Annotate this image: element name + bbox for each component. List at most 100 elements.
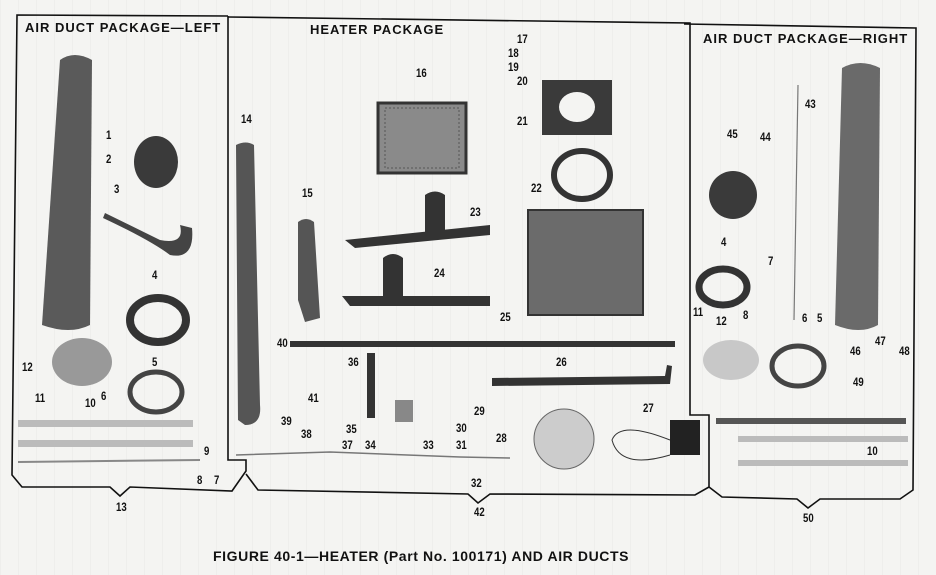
part-air-duct-hose bbox=[835, 63, 880, 330]
figure-caption: FIGURE 40-1—HEATER (Part No. 100171) AND… bbox=[213, 548, 630, 564]
callout: 8 bbox=[197, 473, 203, 487]
right-package-border bbox=[683, 23, 917, 510]
callout: 47 bbox=[875, 334, 886, 348]
callout: 1 bbox=[106, 128, 112, 142]
callout: 27 bbox=[643, 401, 654, 415]
part-cable bbox=[793, 84, 799, 321]
part-motor bbox=[670, 420, 700, 455]
package-borders bbox=[11, 14, 917, 510]
callout: 10 bbox=[85, 396, 96, 410]
callout: 11 bbox=[693, 305, 704, 319]
package-number: 42 bbox=[474, 505, 485, 519]
part-bracket bbox=[345, 191, 490, 248]
callout: 16 bbox=[416, 66, 427, 80]
right-parts bbox=[695, 63, 908, 466]
callout: 5 bbox=[817, 311, 823, 325]
callout: 5 bbox=[152, 355, 158, 369]
part-strap bbox=[738, 436, 908, 442]
part-duct-connector bbox=[709, 171, 757, 219]
part-gasket bbox=[769, 343, 827, 389]
callout: 12 bbox=[22, 360, 33, 374]
callout: 46 bbox=[850, 344, 861, 358]
part-strap-34 bbox=[367, 353, 375, 418]
callout: 29 bbox=[474, 404, 485, 418]
callout: 7 bbox=[768, 254, 774, 268]
callout: 45 bbox=[727, 127, 738, 141]
part-strap bbox=[18, 420, 193, 427]
callout: 4 bbox=[152, 268, 158, 282]
callout: 28 bbox=[496, 431, 507, 445]
callout: 43 bbox=[805, 97, 816, 111]
callout: 26 bbox=[556, 355, 567, 369]
part-tube bbox=[290, 341, 675, 347]
callout: 38 bbox=[301, 427, 312, 441]
package-number: 13 bbox=[116, 500, 127, 514]
part-grille bbox=[703, 340, 759, 380]
callout: 8 bbox=[743, 308, 749, 322]
callout: 12 bbox=[716, 314, 727, 328]
callout: 20 bbox=[517, 74, 528, 88]
callout: 3 bbox=[114, 182, 120, 196]
callout: 22 bbox=[531, 181, 542, 195]
callout: 9 bbox=[204, 444, 210, 458]
callout: 17 bbox=[517, 32, 528, 46]
callout: 32 bbox=[471, 476, 482, 490]
part-core-mesh bbox=[384, 107, 460, 169]
callout: 25 bbox=[500, 310, 511, 324]
left-parts bbox=[17, 55, 201, 463]
callout: 6 bbox=[101, 389, 107, 403]
callout: 14 bbox=[241, 112, 252, 126]
callout: 19 bbox=[508, 60, 519, 74]
right-package-title: AIR DUCT PACKAGE—RIGHT bbox=[703, 31, 909, 46]
part-heater-core bbox=[376, 101, 468, 175]
callout: 44 bbox=[760, 130, 771, 144]
callout: 7 bbox=[214, 473, 220, 487]
callout: 48 bbox=[899, 344, 910, 358]
callout: 30 bbox=[456, 421, 467, 435]
callout: 36 bbox=[348, 355, 359, 369]
callout: 35 bbox=[346, 422, 357, 436]
callout: 37 bbox=[342, 438, 353, 452]
package-number: 50 bbox=[803, 511, 814, 525]
callout: 40 bbox=[277, 336, 288, 350]
part-heater-hose bbox=[236, 142, 261, 425]
part-motor-wire bbox=[611, 429, 671, 461]
part-bracket bbox=[342, 254, 490, 306]
heater-package-title: HEATER PACKAGE bbox=[310, 22, 445, 37]
callout: 2 bbox=[106, 152, 112, 166]
part-strap bbox=[738, 460, 908, 466]
part-switch-plate bbox=[395, 400, 413, 422]
part-grille bbox=[52, 338, 112, 386]
callout: 6 bbox=[802, 311, 808, 325]
part-air-duct-hose bbox=[42, 55, 92, 330]
callout: 21 bbox=[517, 114, 528, 128]
part-ring bbox=[126, 294, 190, 346]
callout: 39 bbox=[281, 414, 292, 428]
part-strap bbox=[18, 440, 193, 447]
part-bent-tube bbox=[492, 365, 672, 386]
part-gasket bbox=[127, 369, 185, 415]
heater-package-border bbox=[227, 16, 710, 505]
callout: 18 bbox=[508, 46, 519, 60]
part-clamp bbox=[103, 213, 193, 256]
heater-parts bbox=[235, 80, 700, 470]
callout: 23 bbox=[470, 205, 481, 219]
callout: 11 bbox=[35, 391, 46, 405]
part-short-hose bbox=[298, 219, 320, 322]
part-wire bbox=[17, 459, 201, 463]
callout: 34 bbox=[365, 438, 376, 452]
left-package-border bbox=[11, 14, 247, 498]
part-collar bbox=[551, 148, 613, 202]
part-plate-hole bbox=[559, 92, 595, 122]
part-heater-case bbox=[527, 209, 644, 316]
part-cable bbox=[235, 451, 511, 459]
callout: 49 bbox=[853, 375, 864, 389]
callout: 10 bbox=[867, 444, 878, 458]
callout: 4 bbox=[721, 235, 727, 249]
callout: 41 bbox=[308, 391, 319, 405]
part-blower-wheel bbox=[533, 408, 595, 470]
part-duct-connector bbox=[134, 136, 178, 188]
left-package-title: AIR DUCT PACKAGE—LEFT bbox=[25, 20, 222, 35]
